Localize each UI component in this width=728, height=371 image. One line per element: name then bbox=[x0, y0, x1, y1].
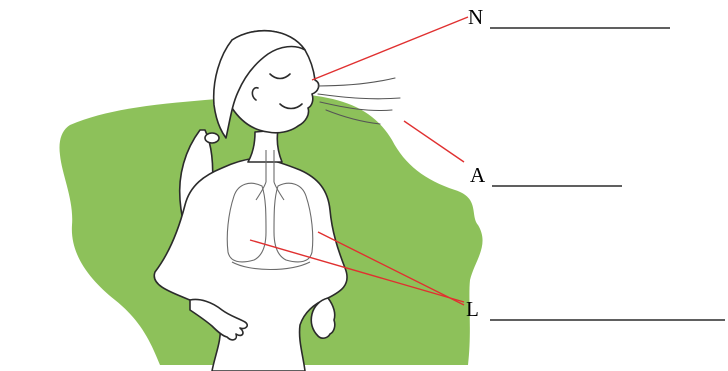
hair-tie bbox=[205, 133, 219, 143]
label-nose: N bbox=[468, 5, 483, 29]
label-lungs: L bbox=[466, 297, 479, 321]
air-leader-line bbox=[404, 121, 464, 162]
label-air: A bbox=[470, 163, 486, 187]
nose-leader-line bbox=[312, 17, 468, 80]
